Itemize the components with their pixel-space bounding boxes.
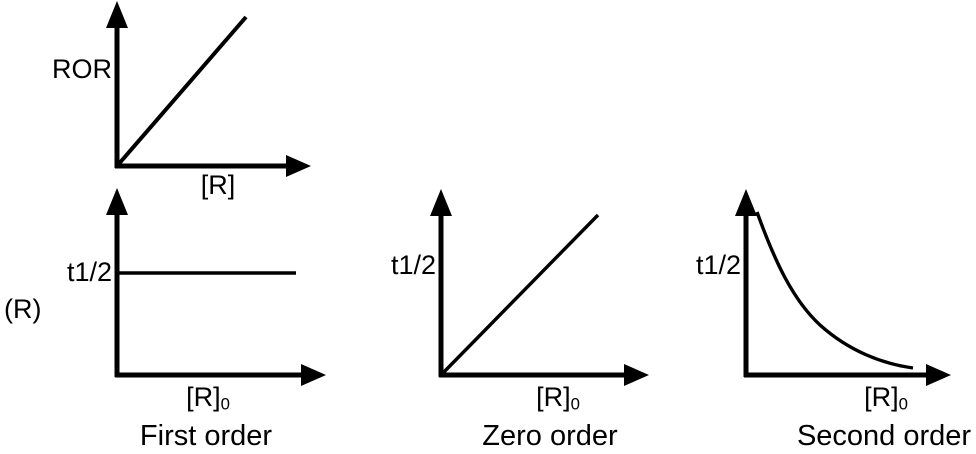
panel4-x-axis-label-subscript: 0 [898, 394, 908, 414]
panel3-caption: Zero order [482, 420, 618, 452]
panel4-x-axis-arrow-icon [926, 364, 951, 386]
panel3-x-axis-label-text: [R] [536, 382, 571, 412]
panel3-x-axis-label: [R]0 [502, 384, 614, 413]
panel1-y-axis-arrow-icon [106, 1, 128, 28]
panel1-x-axis-label-text: [R] [200, 170, 236, 200]
panel4-x-axis-label: [R]0 [830, 384, 942, 413]
panel2-x-axis-label-subscript: 0 [220, 394, 230, 414]
panel2-x-axis-label-text: [R] [186, 382, 221, 412]
panel1-data-line [115, 15, 248, 168]
panel-zero-order [430, 189, 649, 386]
panel4-y-axis-label: t1/2 [695, 250, 741, 280]
panel4-caption: Second order [796, 420, 972, 452]
panel2-x-axis-label: [R]0 [152, 384, 264, 413]
panel1-y-axis-label: ROR [52, 54, 112, 84]
panel-ror-vs-r [106, 1, 311, 177]
panel3-y-axis-label: t1/2 [390, 250, 436, 280]
panel4-x-axis-label-text: [R] [864, 382, 899, 412]
panel1-x-axis-arrow-icon [286, 155, 311, 177]
panel3-x-axis-label-subscript: 0 [570, 394, 580, 414]
panel2-x-axis-arrow-icon [301, 364, 326, 386]
left-group-label: (R) [4, 294, 42, 324]
panel3-y-axis-arrow-icon [430, 189, 452, 216]
panel4-y-axis-arrow-icon [735, 189, 757, 216]
panel3-data-line [439, 213, 600, 377]
panel1-x-axis-label: [R] [162, 172, 274, 199]
panel3-x-axis-arrow-icon [624, 364, 649, 386]
panel2-caption: First order [139, 420, 273, 452]
panel-first-order [106, 188, 326, 386]
panel-second-order [735, 189, 951, 386]
panel4-data-curve [755, 211, 914, 370]
panel2-y-axis-label: t1/2 [66, 257, 112, 287]
panel2-y-axis-arrow-icon [106, 188, 128, 215]
